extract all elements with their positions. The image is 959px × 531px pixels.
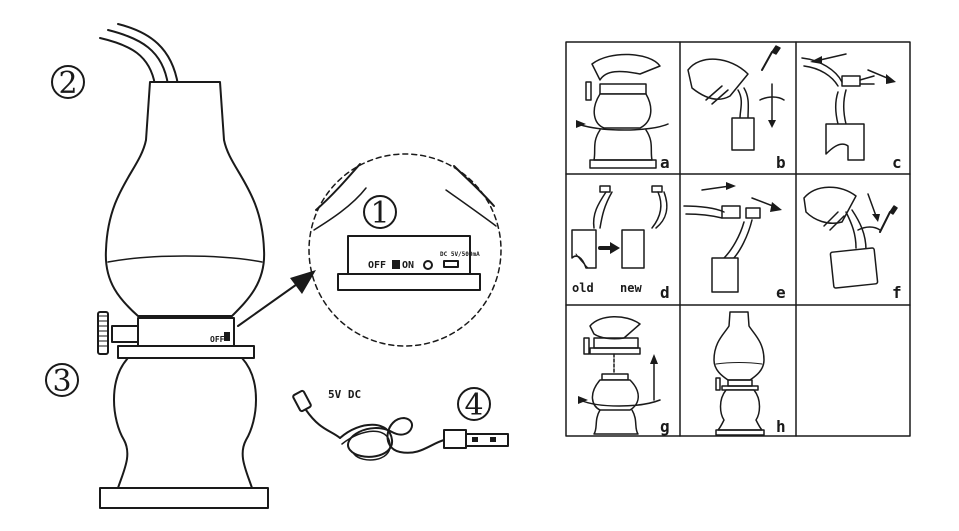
step-c-label: c <box>892 153 902 172</box>
svg-text:3: 3 <box>52 364 71 399</box>
step-d-label: d <box>660 283 670 302</box>
step-h-label: h <box>776 417 786 436</box>
callout-4: 4 <box>457 387 491 423</box>
step-g-label: g <box>660 417 670 436</box>
detail-pointer-arrow <box>237 270 316 327</box>
step-g-illustration <box>578 316 661 435</box>
svg-text:4: 4 <box>464 388 483 423</box>
switch-detail-circle <box>308 153 502 347</box>
callout-3: 3 <box>45 363 79 399</box>
step-e-label: e <box>776 283 786 302</box>
switch-on-label: ON <box>402 260 414 271</box>
step-f-label: f <box>892 283 902 302</box>
dc-input-label: DC 5V/500mA <box>440 251 480 258</box>
steps-grid <box>565 41 911 437</box>
step-c-illustration <box>801 53 896 161</box>
lamp-glass-chimney <box>104 81 266 317</box>
step-h-illustration <box>713 311 765 436</box>
lamp-collar <box>97 311 255 359</box>
usb-cable <box>292 389 509 461</box>
svg-text:1: 1 <box>370 196 389 231</box>
cable-voltage-label: 5V DC <box>328 388 361 401</box>
lamp-wires <box>99 23 179 86</box>
step-b-label: b <box>776 153 786 172</box>
step-e-illustration <box>683 182 782 293</box>
callout-1: 1 <box>363 195 397 231</box>
switch-off-label: OFF <box>368 260 386 271</box>
svg-text:2: 2 <box>58 66 77 101</box>
step-d-old-label: old <box>572 281 594 295</box>
step-a-label: a <box>660 153 670 172</box>
step-d-new-label: new <box>620 281 642 295</box>
step-d-illustration <box>571 185 668 269</box>
step-b-illustration <box>687 45 785 151</box>
lamp-base <box>99 357 269 509</box>
step-a-illustration <box>576 53 669 169</box>
collar-off-label: OFF <box>210 335 225 344</box>
step-f-illustration <box>803 186 898 289</box>
callout-2: 2 <box>51 65 85 101</box>
